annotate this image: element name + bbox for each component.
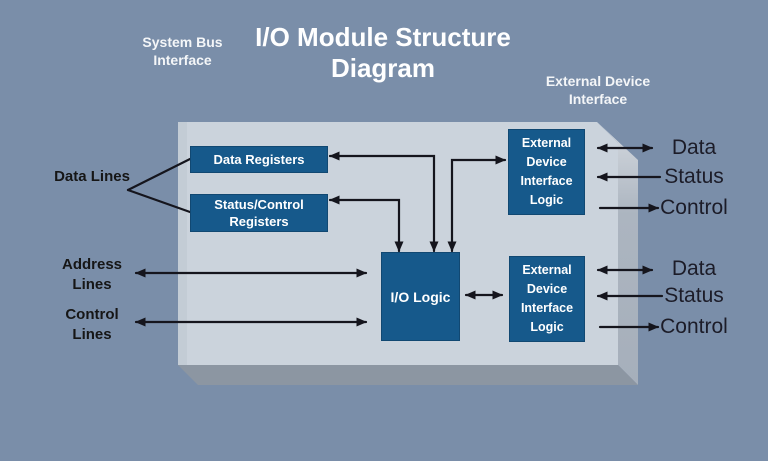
ext-top-status-label: Status <box>664 165 724 188</box>
data-registers-block: Data Registers <box>190 146 328 173</box>
arrow-data-registers-io-logic <box>328 151 439 253</box>
ext-bottom-control-label: Control <box>660 315 728 338</box>
module-bottom-face <box>178 365 638 385</box>
line-data-lines-fork-bottom <box>126 188 192 214</box>
arrow-io-logic-external-top <box>447 155 507 253</box>
module-left-shade <box>178 122 187 365</box>
external-device-interface-label: External Device Interface <box>545 73 651 107</box>
io-logic-block: I/O Logic <box>381 252 460 341</box>
ext-top-data-label: Data <box>671 136 717 159</box>
external-device-interface-logic-bottom-block: External Device Interface Logic <box>509 256 585 342</box>
ext-top-control-label: Control <box>660 196 728 219</box>
arrow-status-registers-io-logic <box>328 195 404 253</box>
address-lines-label: Address Lines <box>61 256 123 293</box>
system-bus-interface-label: System Bus Interface <box>142 34 223 68</box>
control-lines-label: Control Lines <box>65 306 119 343</box>
external-device-interface-logic-top-block: External Device Interface Logic <box>508 129 585 215</box>
data-lines-label: Data Lines <box>54 168 130 185</box>
status-control-registers-block: Status/Control Registers <box>190 194 328 232</box>
line-data-lines-fork-top <box>126 157 192 192</box>
page-title: I/O Module Structure Diagram <box>255 22 511 83</box>
ext-bottom-data-label: Data <box>671 257 717 280</box>
module-side-face <box>597 122 638 385</box>
ext-bottom-status-label: Status <box>664 284 724 307</box>
